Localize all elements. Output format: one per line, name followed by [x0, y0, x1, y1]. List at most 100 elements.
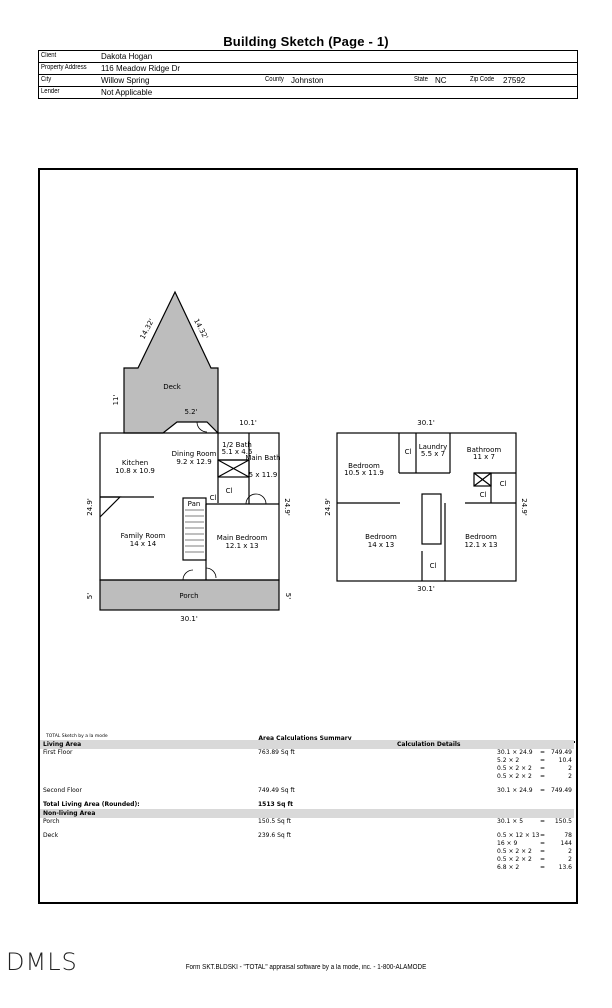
zip-label: Zip Code [470, 76, 495, 83]
calc-result: 144 [560, 840, 572, 847]
right-dim: 24.9' [520, 498, 528, 516]
sketch-credit: TOTAL Sketch by a la mode [45, 733, 108, 739]
city-label: City [41, 76, 52, 83]
total-label: Total Living Area (Rounded): [43, 801, 140, 808]
deck-label: Deck [163, 383, 182, 391]
calc-expr: 0.5 × 2 × 2 [497, 848, 532, 855]
zip-value: 27592 [503, 76, 526, 85]
calc-expr: 16 × 9 [497, 840, 518, 847]
bedroom-label: Bedroom [365, 533, 397, 541]
first-floor-outline [99, 432, 280, 581]
left-dim: 24.9' [86, 498, 94, 516]
area-row: Second Floor 749.49 Sq ft 30.1 × 24.9 = 749.… [40, 787, 574, 795]
family-room-dim: 14 x 14 [130, 540, 157, 548]
calc-eq: = [540, 856, 546, 863]
area-name: Deck [43, 832, 59, 839]
calc-result: 2 [568, 856, 572, 863]
calc-expr: 0.5 × 2 × 2 [497, 765, 532, 772]
calc-expr: 5.2 × 2 [497, 757, 520, 764]
calc-eq: = [540, 749, 546, 756]
sketch-frame [38, 168, 578, 904]
porch-shape [99, 579, 280, 611]
second-floor-labels: 30.1' 30.1' 24.9' 24.9' Bedroom 10.5 x 1… [324, 419, 528, 593]
kitchen-dim: 10.8 x 10.9 [115, 467, 155, 475]
calc-result: 78 [564, 832, 572, 839]
family-room-label: Family Room [121, 532, 166, 540]
calc-eq: = [540, 787, 546, 794]
area-name: Second Floor [43, 787, 82, 794]
right-dim: 24.9' [283, 498, 291, 516]
calc-expr: 30.1 × 24.9 [497, 787, 533, 794]
calc-eq: = [540, 765, 546, 772]
state-value: NC [435, 76, 447, 85]
area-value: 749.49 Sq ft [258, 787, 295, 794]
bedroom-label: Bedroom [348, 462, 380, 470]
main-bath-dim: 5 x 11.9 [249, 471, 278, 479]
calc-eq: = [540, 848, 546, 855]
total-value: 1513 Sq ft [258, 801, 293, 808]
bedroom-dim: 12.1 x 13 [464, 541, 497, 549]
client-value: Dakota Hogan [101, 52, 153, 61]
calc-result: 13.6 [558, 864, 572, 871]
calc-eq: = [540, 864, 546, 871]
area-name: First Floor [43, 749, 73, 756]
closet-label: Cl [405, 448, 412, 456]
half-bath-label: 1/2 Bath [222, 441, 252, 449]
bathroom-label: Bathroom [467, 446, 502, 454]
calc-eq: = [540, 773, 546, 780]
half-bath-dim: 5.1 x 4.5 [222, 448, 253, 456]
calc-eq: = [540, 832, 546, 839]
deck-notch-dim: 5.2' [184, 408, 197, 416]
city-value: Willow Spring [101, 76, 150, 85]
county-label: County [265, 76, 284, 83]
calc-result: 150.5 [554, 818, 572, 825]
deck-height-dim: 11' [112, 395, 120, 406]
closet-label: Cl [500, 480, 507, 488]
closet-label: Cl [430, 562, 437, 570]
calc-result: 2 [568, 765, 572, 772]
second-floor-outline [336, 432, 517, 582]
calc-result: 2 [568, 848, 572, 855]
top-dim: 30.1' [417, 419, 435, 427]
closet-label: Cl [480, 491, 487, 499]
porch-label: Porch [179, 592, 198, 600]
calc-expr: 0.5 × 2 × 2 [497, 856, 532, 863]
calc-eq: = [540, 818, 546, 825]
calc-result: 749.49 [551, 787, 572, 794]
porch-dim: 5' [284, 593, 292, 599]
calc-result: 749.49 [551, 749, 572, 756]
lender-value: Not Applicable [101, 88, 153, 97]
bottom-dim: 30.1' [180, 615, 198, 623]
area-value: 763.89 Sq ft [258, 749, 295, 756]
lender-label: Lender [41, 88, 60, 95]
bottom-dim: 30.1' [417, 585, 435, 593]
laundry-label: Laundry [419, 443, 448, 451]
closet-label: Cl [210, 494, 217, 502]
state-label: State [414, 76, 428, 83]
main-bedroom-dim: 12.1 x 13 [225, 542, 258, 550]
area-value: 150.5 Sq ft [258, 818, 291, 825]
client-label: Client [41, 52, 57, 59]
calc-result: 10.4 [558, 757, 572, 764]
left-dim: 24.9' [324, 498, 332, 516]
page-title: Building Sketch (Page - 1) [223, 34, 389, 49]
pantry-label: Pan [188, 500, 201, 508]
calc-details-label: Calculation Details [397, 741, 461, 748]
address-value: 116 Meadow Ridge Dr [101, 64, 181, 73]
bedroom-dim: 14 x 13 [368, 541, 394, 549]
deck-shape [123, 290, 219, 435]
calc-eq: = [540, 840, 546, 847]
footer-text: Form SKT.BLDSKI - "TOTAL" appraisal soft… [185, 964, 427, 971]
area-value: 239.6 Sq ft [258, 832, 291, 839]
county-value: Johnston [291, 76, 324, 85]
closet-label: Cl [226, 487, 233, 495]
bedroom-dim: 10.5 x 11.9 [344, 469, 384, 477]
calc-expr: 0.5 × 2 × 2 [497, 773, 532, 780]
kitchen-label: Kitchen [122, 459, 148, 467]
laundry-dim: 5.5 x 7 [421, 450, 445, 458]
